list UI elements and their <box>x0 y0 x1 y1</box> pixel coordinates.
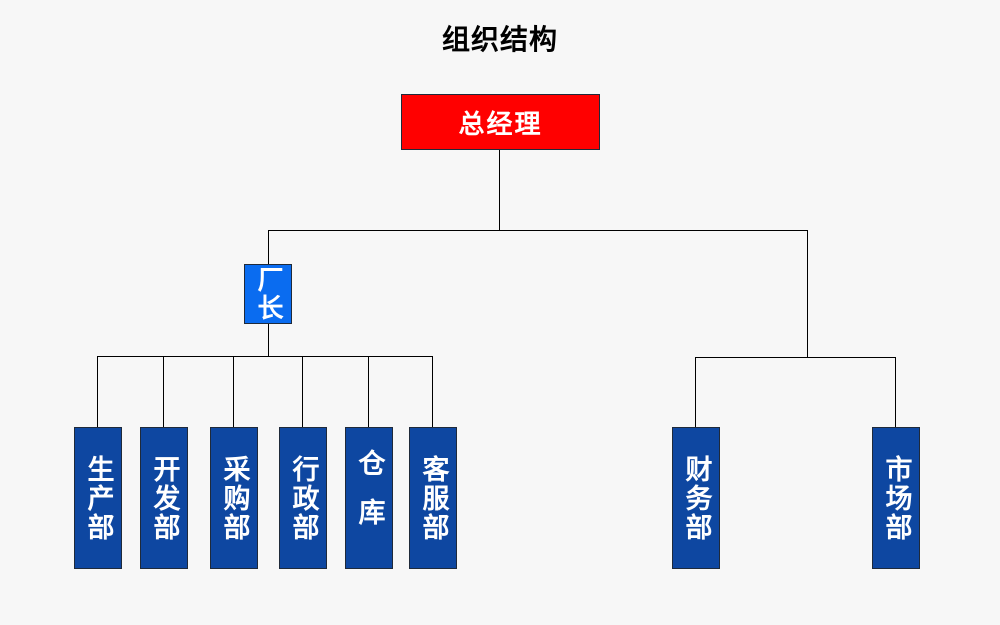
node-development-label: 开发部 <box>148 454 180 542</box>
node-production: 生产部 <box>74 427 122 569</box>
diagram-title: 组织结构 <box>441 23 558 56</box>
node-customer-service: 客服部 <box>409 427 457 569</box>
node-ceo: 总经理 <box>401 94 600 150</box>
node-purchasing-label: 采购部 <box>218 454 250 542</box>
node-finance: 财务部 <box>672 427 720 569</box>
node-ceo-label: 总经理 <box>458 109 543 140</box>
node-marketing: 市场部 <box>872 427 920 569</box>
node-customer-service-label: 客服部 <box>417 454 449 542</box>
node-administration: 行政部 <box>279 427 327 569</box>
node-production-label: 生产部 <box>82 454 114 542</box>
node-finance-label: 财务部 <box>680 454 712 542</box>
node-development: 开发部 <box>140 427 188 569</box>
node-administration-label: 行政部 <box>287 454 319 542</box>
node-marketing-label: 市场部 <box>880 454 912 542</box>
node-factory-manager-label: 厂长 <box>253 266 283 322</box>
node-purchasing: 采购部 <box>210 427 258 569</box>
node-factory-manager: 厂长 <box>244 264 292 324</box>
node-warehouse-label: 仓库 <box>353 449 385 547</box>
node-warehouse: 仓库 <box>345 427 393 569</box>
